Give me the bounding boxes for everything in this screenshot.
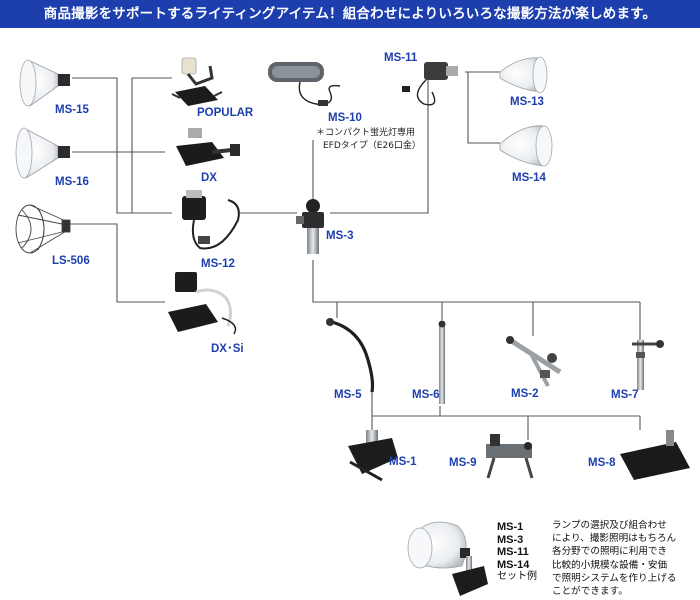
description-line: 各分野での照明に利用でき xyxy=(552,546,668,558)
ls506-cage-light-icon xyxy=(15,204,71,254)
set-example-codes: MS-1 MS-3 MS-11 MS-14 セット例 xyxy=(497,521,537,584)
ms15-reflector-icon xyxy=(19,59,70,107)
label-ms9: MS-9 xyxy=(449,457,477,469)
set-example-description: ランプの選択及び組合わせ により、撮影照明はもちろん 各分野での照明に利用でき … xyxy=(552,519,698,598)
dxsi-clamp-light-icon xyxy=(168,272,237,335)
ms3-swivel-adapter-icon xyxy=(296,199,324,254)
dx-clamp-light-icon xyxy=(176,128,240,166)
set-code: MS-1 xyxy=(497,521,524,533)
popular-clamp-light-icon xyxy=(171,57,223,106)
ms16-reflector-icon xyxy=(15,127,70,179)
label-ls506: LS-506 xyxy=(52,255,90,267)
label-ms13: MS-13 xyxy=(510,96,544,108)
label-ms15: MS-15 xyxy=(55,104,89,116)
set-code: MS-3 xyxy=(497,533,524,546)
ms1-clamp-base-icon xyxy=(348,430,398,482)
label-dx: DX xyxy=(201,172,217,184)
label-ms5: MS-5 xyxy=(334,389,362,401)
label-ms12: MS-12 xyxy=(201,258,235,270)
ms14-reflector-icon xyxy=(499,125,553,167)
set-example-lamp-icon xyxy=(407,521,488,596)
description-line: ランプの選択及び組合わせ xyxy=(552,520,667,531)
ms10-note-line2: EFDタイプ（E26口金） xyxy=(323,141,421,151)
label-popular: POPULAR xyxy=(197,107,254,119)
ms13-reflector-icon xyxy=(499,56,548,94)
set-code: MS-14 xyxy=(497,558,530,571)
label-ms1: MS-1 xyxy=(389,456,417,468)
set-caption: セット例 xyxy=(497,571,537,582)
description-line: ことができます。 xyxy=(552,586,628,598)
ms10-note-line1: ＊コンパクト蛍光灯専用 xyxy=(316,128,416,138)
label-ms6: MS-6 xyxy=(412,389,440,401)
description-line: により、撮影照明はもちろん xyxy=(552,533,677,545)
ms5-gooseneck-arm-icon xyxy=(326,318,375,393)
label-ms16: MS-16 xyxy=(55,176,89,188)
label-ms7: MS-7 xyxy=(611,389,639,401)
label-ms8: MS-8 xyxy=(588,457,616,469)
label-ms10: MS-10 xyxy=(328,112,362,124)
description-line: 比較的小規模な設備・安価 xyxy=(552,559,668,571)
ms9-clamp-vise-icon xyxy=(486,434,534,479)
page-banner: 商品撮影をサポートするライティングアイテム！組合わせによりいろいろな撮影方法が楽… xyxy=(0,0,700,28)
ms12-socket-cord-icon xyxy=(182,190,240,250)
label-ms3: MS-3 xyxy=(326,230,354,242)
label-ms2: MS-2 xyxy=(511,388,539,400)
ms2-articulated-arm-icon xyxy=(506,336,562,387)
ms11-socket-icon xyxy=(402,62,458,106)
set-code: MS-11 xyxy=(497,546,529,558)
ms6-straight-arm-icon xyxy=(438,320,446,404)
ms7-extension-pole-icon xyxy=(632,340,664,390)
label-ms14: MS-14 xyxy=(512,172,546,184)
label-dxsi: DX･Si xyxy=(211,343,244,355)
label-ms11: MS-11 xyxy=(384,52,418,64)
ms10-fluorescent-lamp-icon xyxy=(268,62,341,106)
description-line: で照明システムを作り上げる xyxy=(552,572,677,584)
ms8-base-plate-icon xyxy=(620,430,690,480)
